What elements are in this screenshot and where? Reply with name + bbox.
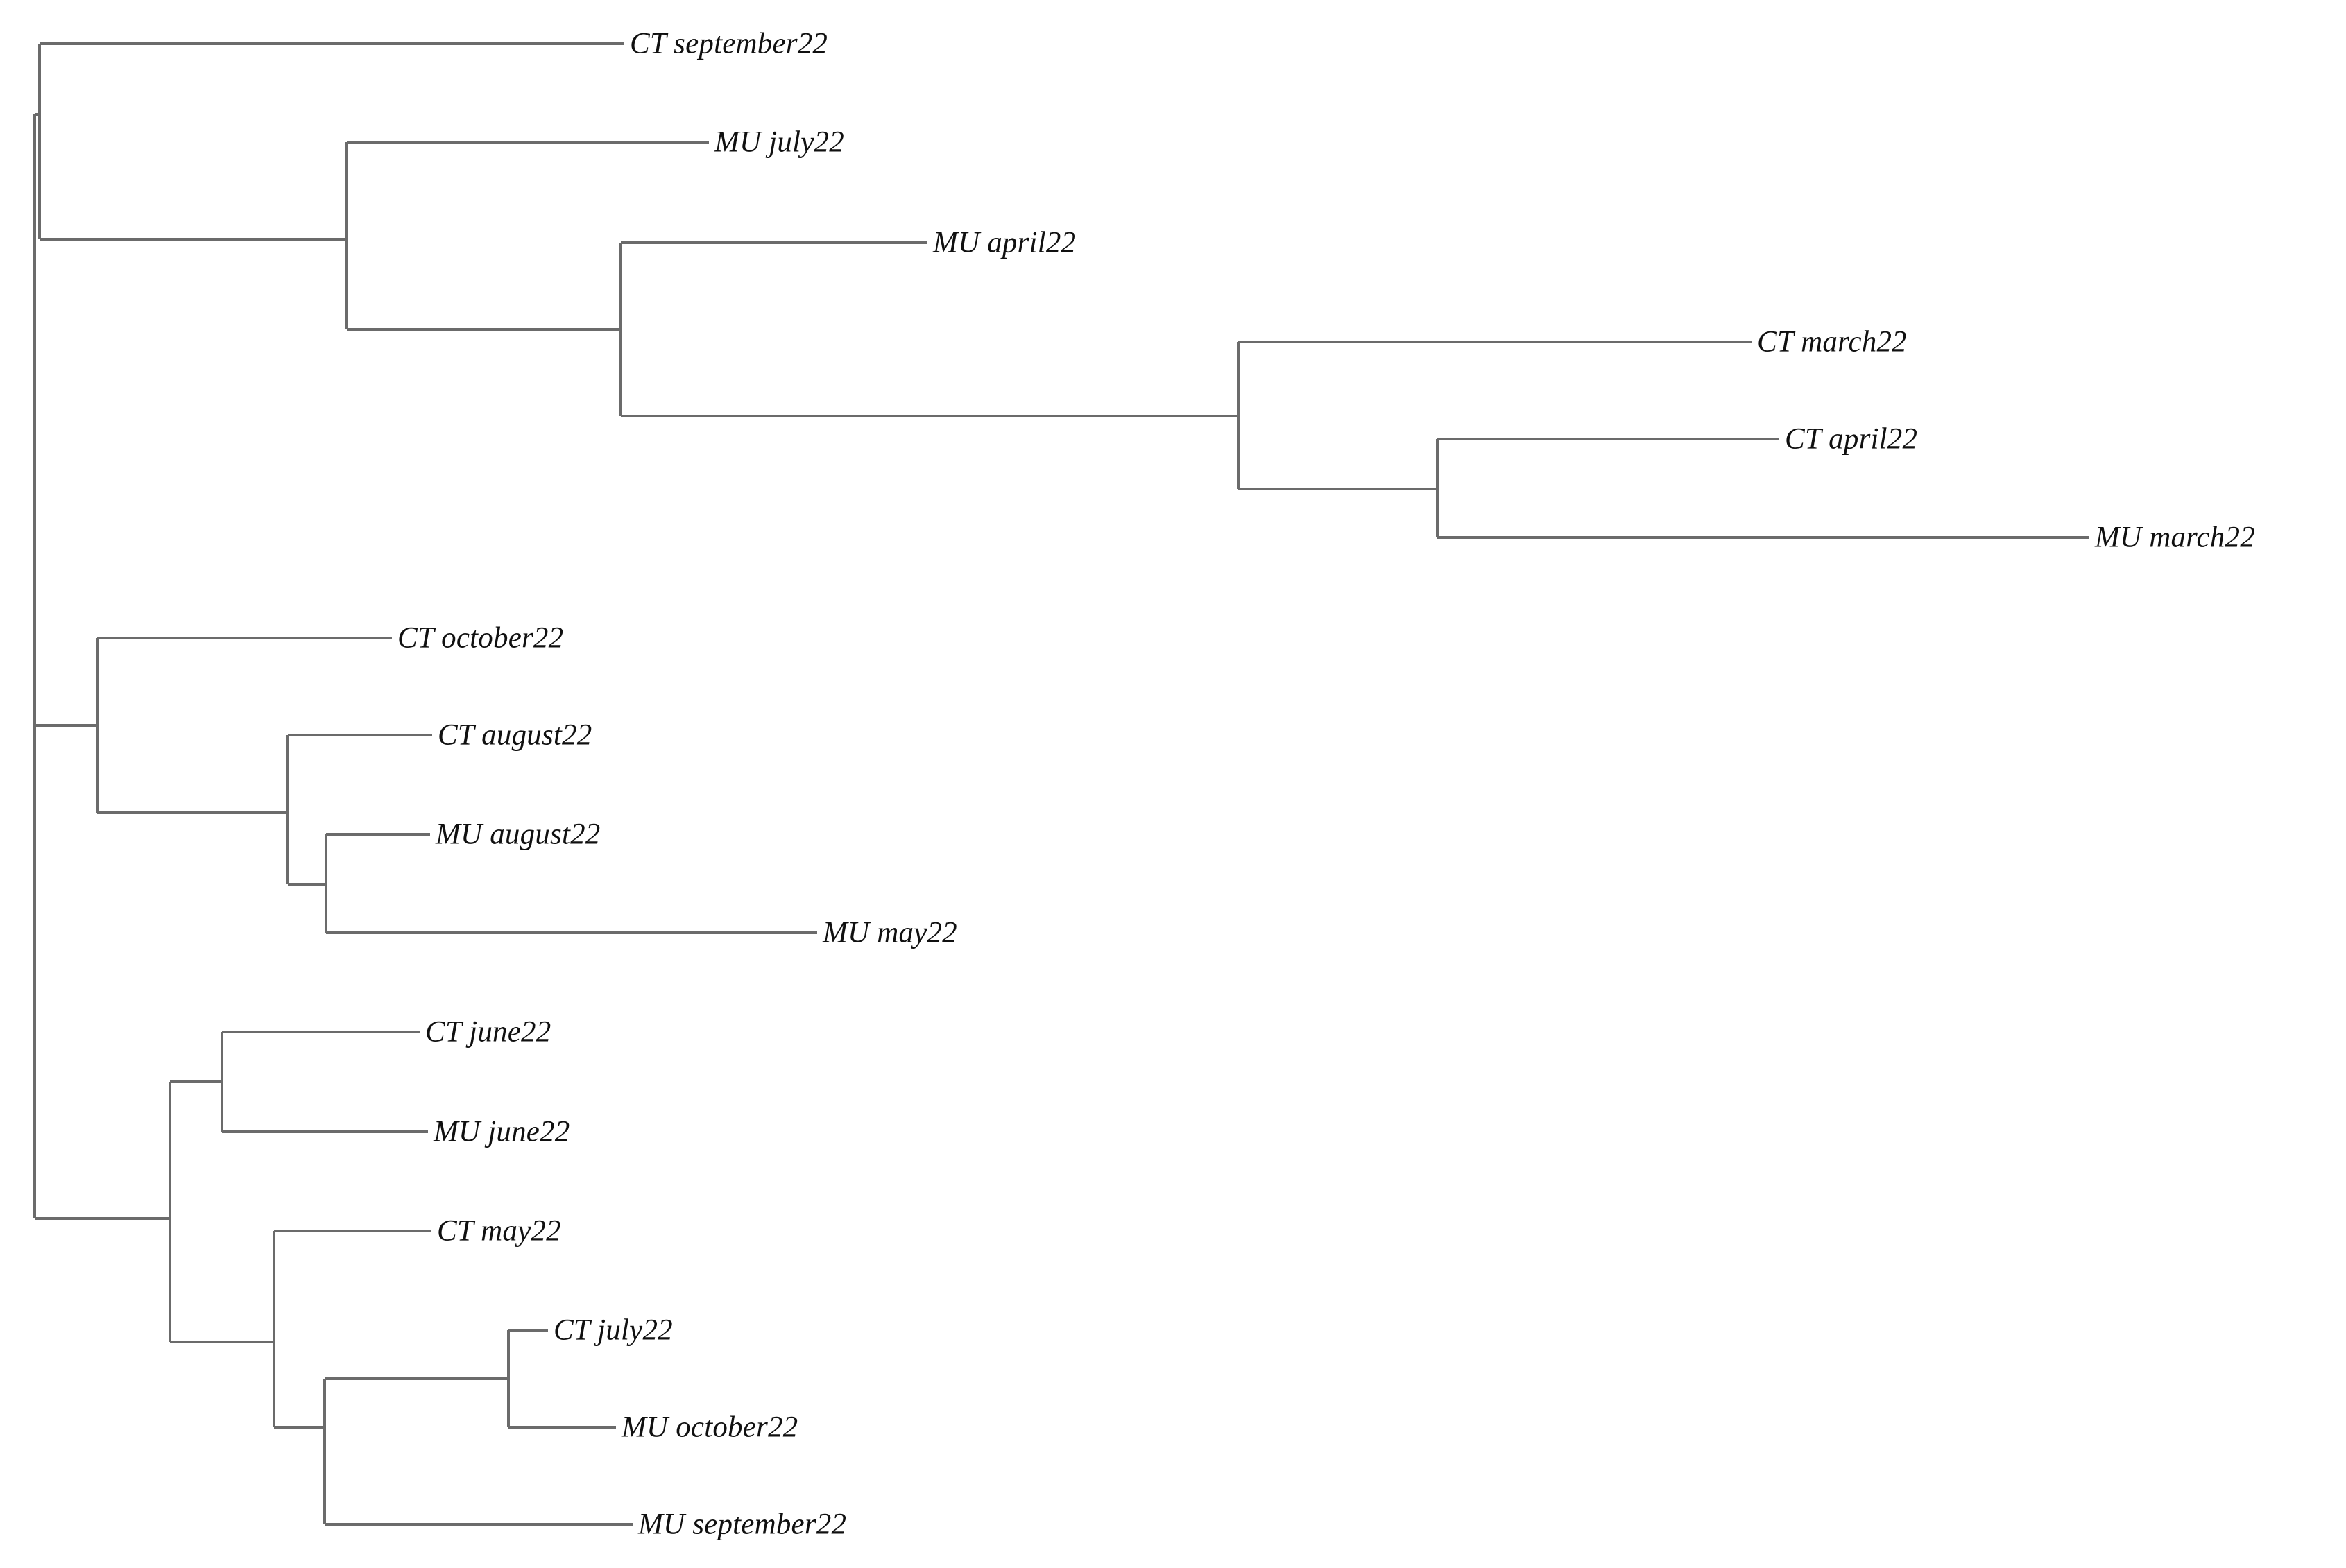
- tip-label-mu-october22: MU october22: [622, 1411, 798, 1444]
- tip-label-ct-september22: CT september22: [630, 27, 828, 60]
- tip-label-ct-october22: CT october22: [397, 621, 564, 655]
- tip-label-ct-june22: CT june22: [425, 1015, 551, 1049]
- tip-label-mu-september22: MU september22: [638, 1508, 847, 1541]
- tip-label-mu-july22: MU july22: [714, 126, 844, 159]
- tip-label-ct-march22: CT march22: [1757, 325, 1907, 359]
- tip-label-ct-august22: CT august22: [438, 718, 592, 752]
- tip-label-ct-may22: CT may22: [437, 1214, 561, 1248]
- tip-label-ct-april22: CT april22: [1785, 422, 1918, 456]
- tip-label-mu-august22: MU august22: [436, 818, 601, 851]
- tip-label-mu-may22: MU may22: [823, 916, 957, 949]
- tip-label-mu-june22: MU june22: [434, 1115, 570, 1148]
- tip-label-ct-july22: CT july22: [554, 1313, 673, 1347]
- branch-group: [33, 42, 2089, 1526]
- tip-label-mu-april22: MU april22: [933, 226, 1077, 259]
- tip-label-mu-march22: MU march22: [2095, 521, 2255, 554]
